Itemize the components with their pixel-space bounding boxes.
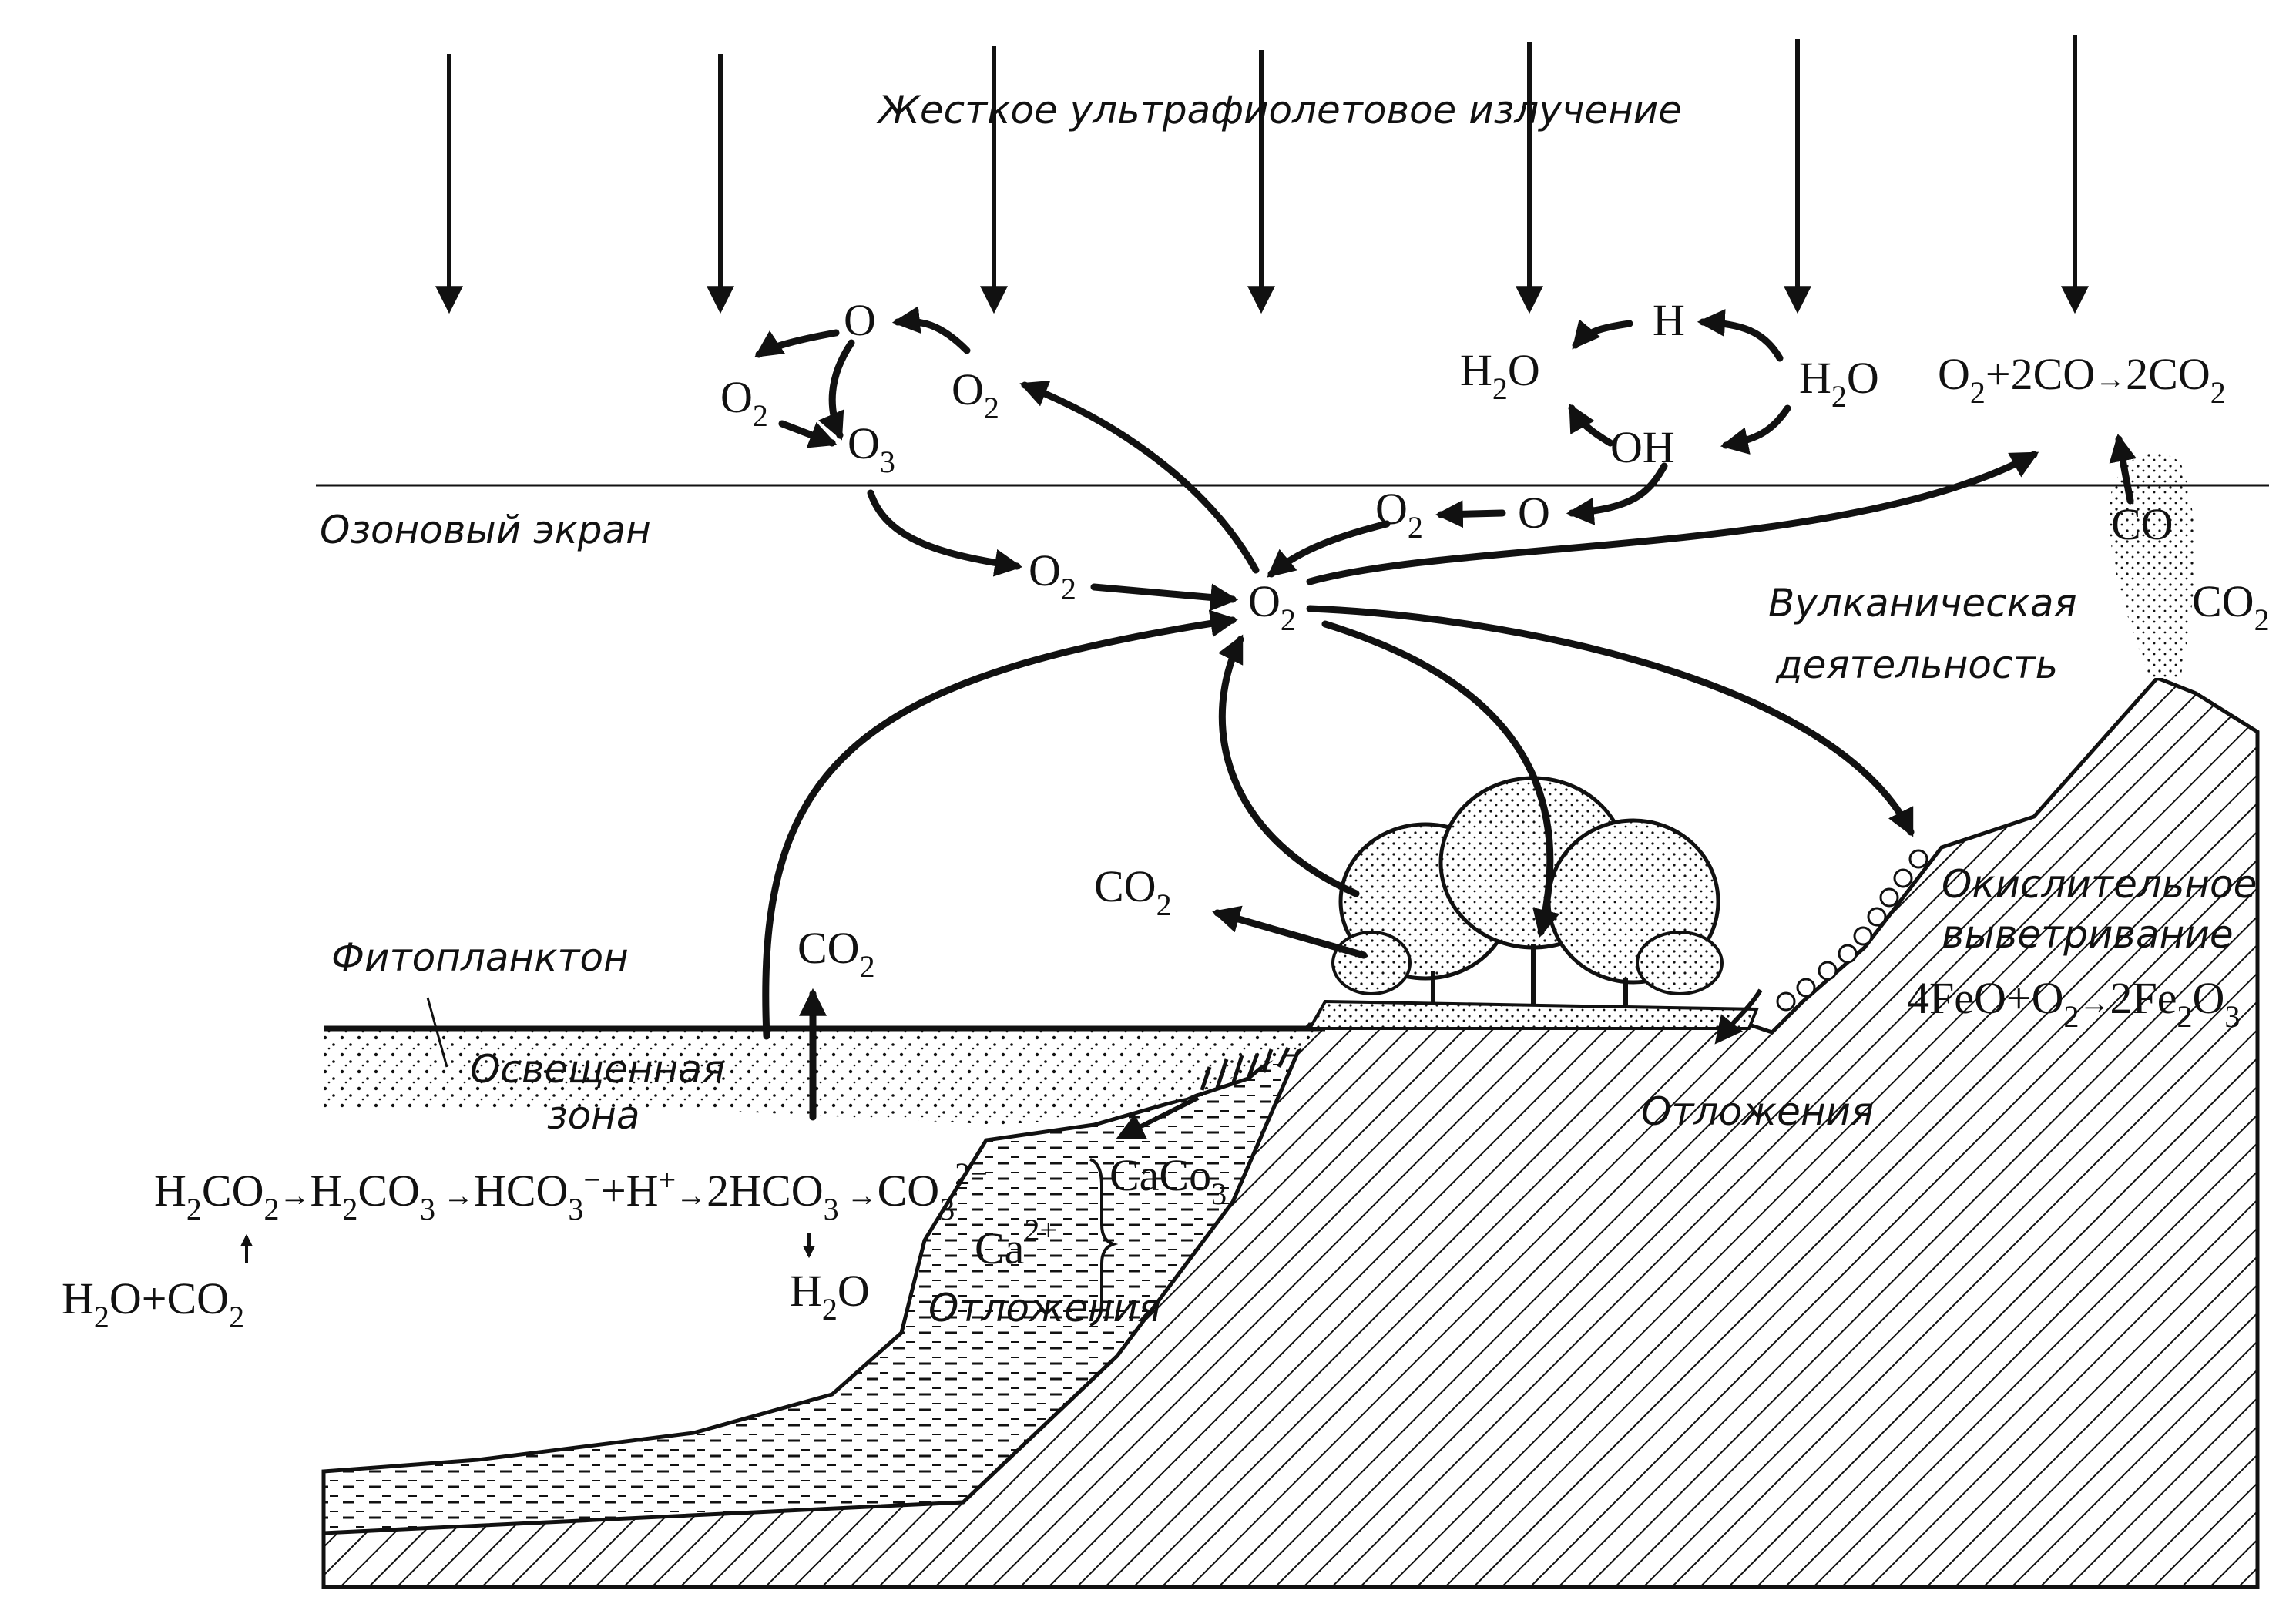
arrow-o-to-o2 bbox=[754, 329, 840, 358]
formula-co-volcano: CO bbox=[2111, 499, 2173, 549]
arrow-center-to-co-reaction bbox=[1306, 451, 2039, 585]
volcanic-label-1: Вулканическая bbox=[1768, 581, 2077, 626]
weathering-label-1: Окислительное bbox=[1942, 862, 2257, 907]
arrow-o2mid-to-center bbox=[1267, 520, 1391, 578]
formula-co2-sea: CO2 bbox=[797, 923, 875, 984]
arrow-trees-to-center bbox=[1218, 634, 1360, 897]
formula-o2-left: O2 bbox=[720, 372, 768, 433]
formula-h2o-co2: H2O+CO2 bbox=[62, 1273, 244, 1334]
arrow-oh-to-o bbox=[1566, 462, 1668, 525]
sea-sediment-layer bbox=[321, 1023, 1312, 1535]
weathering-label-2: выветривание bbox=[1942, 912, 2234, 957]
arrow-oh-to-h2o bbox=[1568, 403, 1614, 447]
sea-lit-zone bbox=[324, 1025, 1325, 1125]
sediments-sea-label: Отложения bbox=[928, 1286, 1161, 1330]
formula-h2o-bottom: H2O bbox=[790, 1266, 870, 1327]
carbonate-small-arrows bbox=[240, 1233, 815, 1263]
formula-oh: OH bbox=[1610, 422, 1675, 472]
trees bbox=[1331, 776, 1724, 1005]
arrow-o2-to-o bbox=[891, 306, 971, 354]
phytoplankton-pointer bbox=[426, 997, 448, 1068]
volcanic-label-2: деятельность bbox=[1775, 642, 2058, 687]
weathering-pebbles bbox=[1776, 849, 1928, 1012]
arrow-co-up bbox=[2109, 433, 2137, 505]
lit-zone-label-2: зона bbox=[547, 1093, 640, 1138]
formula-o-mid: O bbox=[1518, 488, 1550, 538]
uv-label: Жесткое ультрафиолетовое излучение bbox=[876, 88, 1682, 133]
formula-o3: O3 bbox=[848, 418, 895, 479]
arrow-h2o-to-h bbox=[1697, 309, 1784, 362]
formula-o-top: O bbox=[844, 295, 876, 345]
formula-carbonate-chain: H2CO2→H2CO3 →HCO3−+H+→2HCO3 →CO32− bbox=[154, 1156, 988, 1226]
arrow-deposit-land bbox=[1714, 988, 1763, 1045]
arrow-o-to-o2mid bbox=[1435, 500, 1506, 528]
phytoplankton-label: Фитопланктон bbox=[331, 935, 629, 980]
shore-ground bbox=[1307, 999, 1759, 1030]
formula-co2-trees: CO2 bbox=[1094, 861, 1172, 922]
formula-caco3: CaCo3 bbox=[1109, 1150, 1227, 1211]
arrow-trees-to-co2 bbox=[1212, 905, 1368, 959]
reeds bbox=[1200, 1046, 1291, 1091]
lit-zone-label-1: Освещенная bbox=[470, 1047, 725, 1092]
formula-h: H bbox=[1653, 295, 1685, 345]
arrow-h-to-h2o bbox=[1572, 319, 1633, 350]
uv-arrows bbox=[435, 35, 2089, 314]
arrow-center-to-o2-upper bbox=[1019, 380, 1260, 574]
formula-o2-upper: O2 bbox=[952, 364, 999, 425]
arrow-o3-to-o2 bbox=[867, 489, 1023, 577]
ozone-screen-label: Озоновый экран bbox=[320, 508, 651, 552]
formula-o2-center: O2 bbox=[1248, 576, 1296, 637]
arrow-h2o-to-oh bbox=[1720, 404, 1791, 455]
formula-ca: Ca2+ bbox=[975, 1213, 1057, 1273]
arrow-center-to-trees bbox=[1321, 620, 1560, 938]
cycle-arrows bbox=[754, 306, 2137, 1139]
formula-co2-volcano: CO2 bbox=[2192, 576, 2270, 637]
arrow-deposit-sea bbox=[1116, 1095, 1200, 1139]
formula-o2-lower: O2 bbox=[1029, 545, 1076, 606]
arrow-o2-to-center bbox=[1090, 583, 1239, 612]
formula-h2o-right: H2O bbox=[1799, 353, 1879, 414]
arrow-o2-to-o3 bbox=[778, 420, 838, 448]
sediments-land-label: Отложения bbox=[1641, 1089, 1874, 1134]
formula-o2-mid: O2 bbox=[1375, 484, 1423, 545]
formula-fe-reaction: 4FeO+O2→2Fe2O3 bbox=[1907, 973, 2240, 1034]
arrow-center-to-weathering bbox=[1306, 605, 1915, 837]
caco3-bracket bbox=[1089, 1158, 1119, 1327]
arrow-sea-to-center bbox=[762, 609, 1239, 1040]
formula-h2o-left: H2O bbox=[1460, 345, 1540, 406]
formula-co-reaction: O2+2CO→2CO2 bbox=[1938, 349, 2226, 410]
volcano-plume bbox=[2110, 452, 2195, 678]
